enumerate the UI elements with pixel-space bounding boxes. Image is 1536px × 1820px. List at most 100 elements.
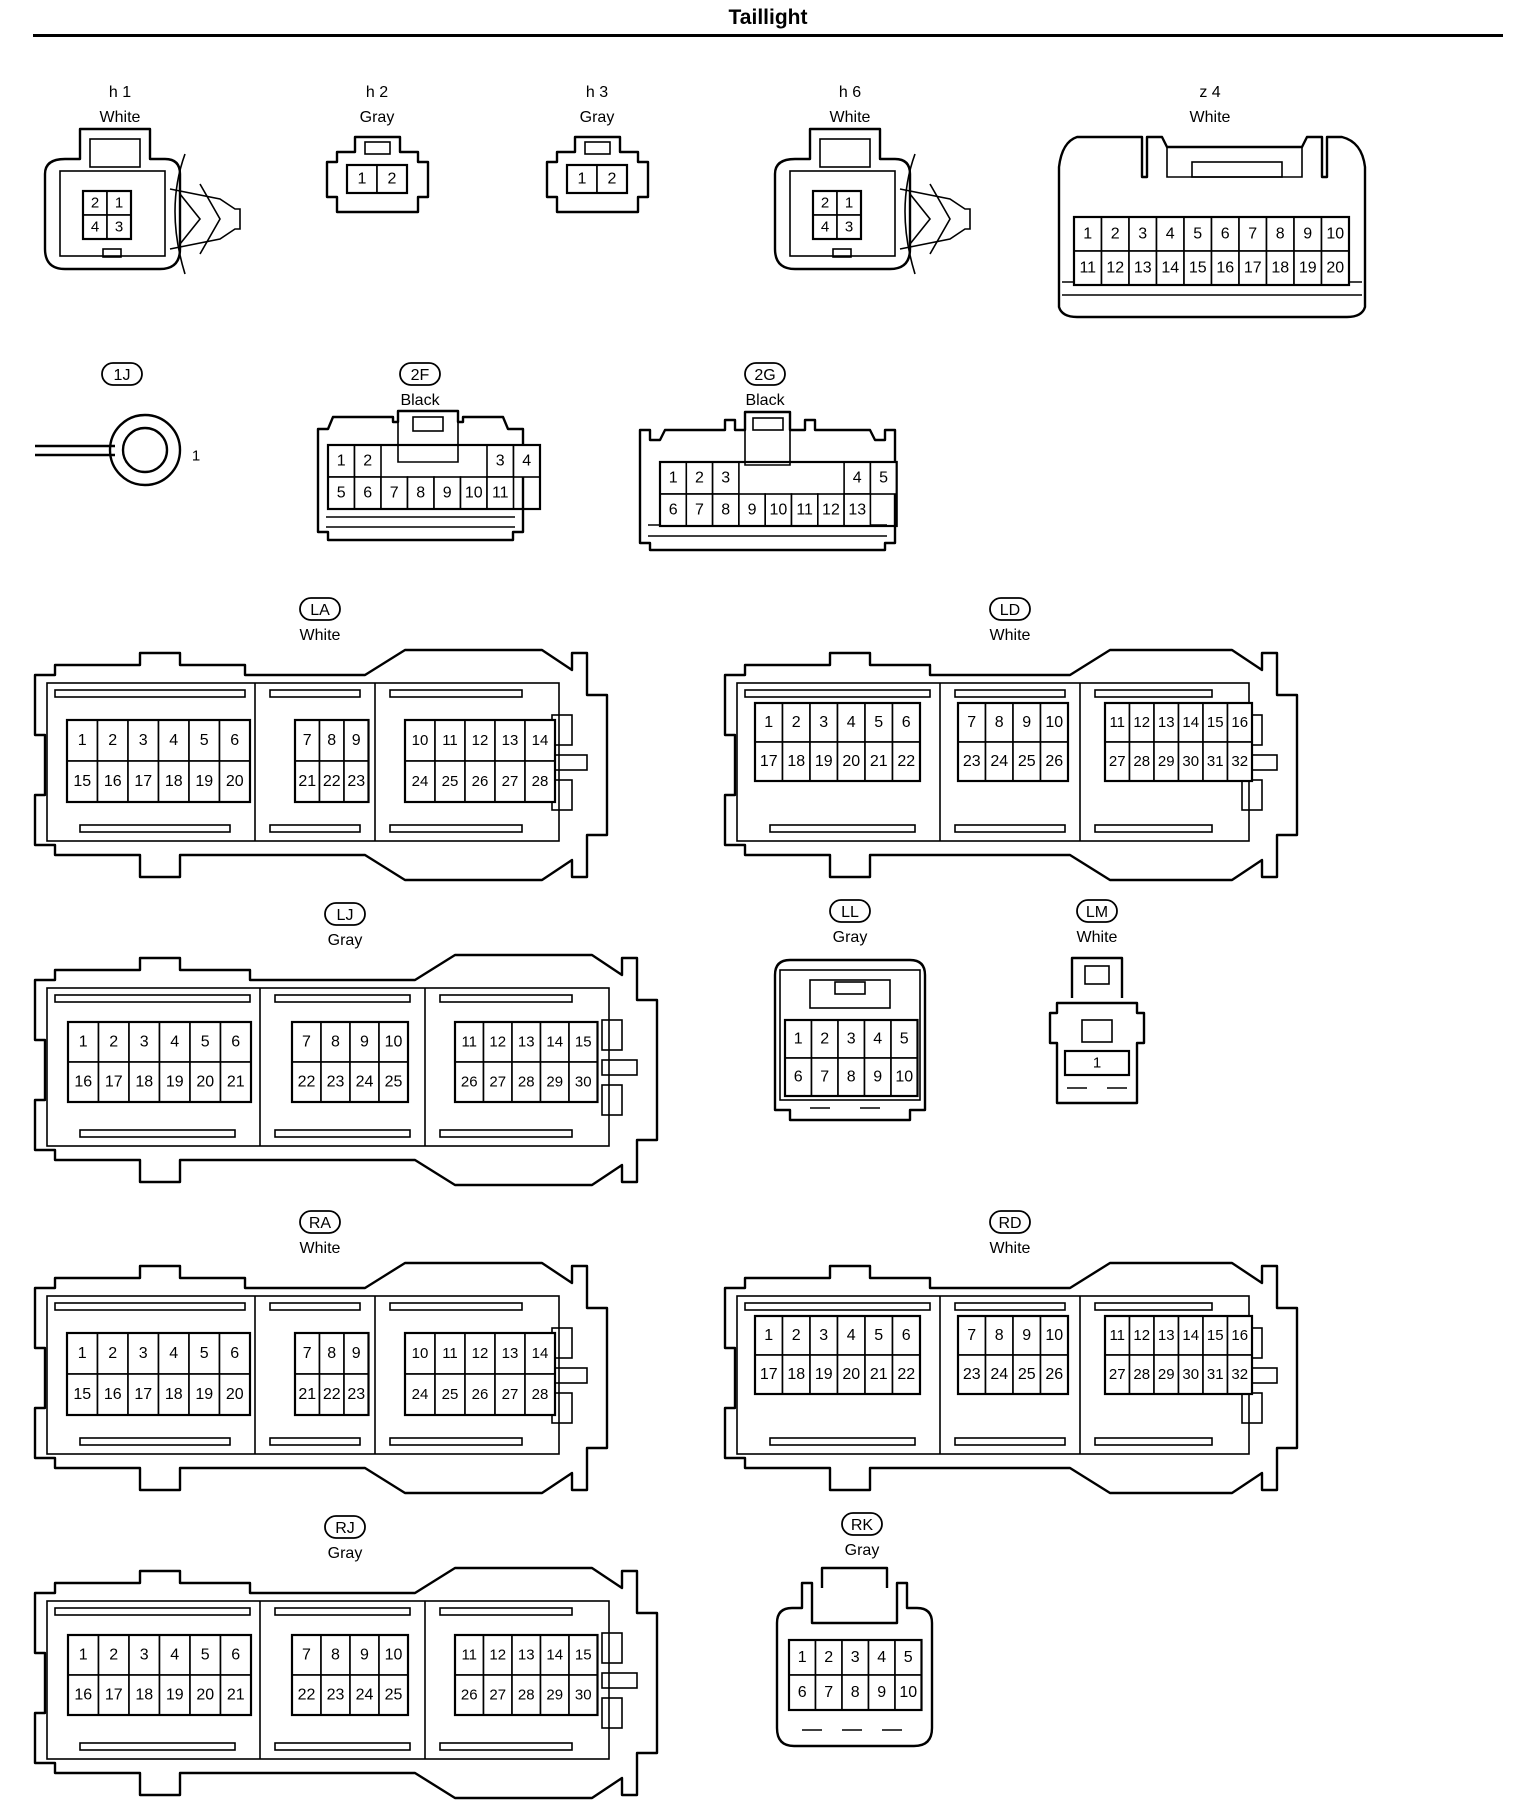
pin-number: 8 [851, 1684, 860, 1701]
pin-cell [327, 476, 356, 510]
connector-code: LD [1000, 602, 1020, 619]
pin-number: 11 [442, 1345, 458, 1362]
pin-block [293, 718, 370, 804]
rail [269, 1302, 361, 1311]
pin-cell [1039, 702, 1069, 743]
connector-code: LM [1086, 904, 1108, 921]
pin-number: 29 [546, 1074, 563, 1091]
pin-number: 17 [760, 1366, 778, 1383]
pin-number: 2 [109, 1034, 118, 1051]
pin-number: 4 [91, 219, 99, 236]
pin-block [1103, 701, 1254, 783]
pin-number: 12 [489, 1647, 506, 1664]
pin-cell [158, 1021, 191, 1063]
pin-block [453, 1020, 599, 1104]
pin-cell [219, 1021, 252, 1063]
housing-outline [325, 135, 430, 214]
pin-cell [568, 1674, 599, 1716]
rail [269, 1437, 361, 1446]
pin-cell [318, 1332, 345, 1375]
connector-code-badge [1076, 899, 1118, 923]
housing-outline [33, 953, 659, 1187]
pin-number: 11 [461, 1647, 477, 1664]
pin-number: 19 [166, 1074, 184, 1091]
pin-number: 19 [166, 1687, 184, 1704]
pin-number: 12 [1106, 260, 1124, 277]
pin-block [290, 1020, 410, 1104]
rail [1094, 689, 1213, 698]
pin-block [65, 718, 252, 804]
clip-arc [904, 153, 916, 275]
connector-code: RA [309, 1215, 332, 1232]
pin-number: 9 [877, 1684, 886, 1701]
pin-number: 32 [1231, 753, 1248, 770]
pin-block [81, 189, 133, 241]
rail [54, 994, 251, 1003]
rail [79, 1742, 236, 1751]
pin-number: 1 [79, 1034, 88, 1051]
pin-number: 25 [442, 1386, 459, 1403]
pin-number: 22 [897, 1366, 915, 1383]
pin-number: 14 [546, 1647, 563, 1664]
pin-number: 4 [847, 1327, 856, 1344]
pin-number: 6 [902, 714, 911, 731]
housing-outline [723, 1261, 1299, 1495]
pin-number: 3 [847, 1031, 856, 1048]
pin-number: 27 [1109, 1366, 1126, 1383]
pin-number: 9 [360, 1034, 369, 1051]
pin-cell [219, 1634, 252, 1676]
pin-number: 5 [874, 1327, 883, 1344]
rail [79, 1129, 236, 1138]
pin-block [65, 1331, 252, 1417]
pin-cell [378, 1021, 409, 1063]
pin-number: 1 [115, 195, 123, 212]
inner-frame [46, 987, 610, 1147]
pin-number: 8 [416, 485, 425, 502]
pin-number: 23 [963, 753, 981, 770]
pin-number: 4 [821, 219, 829, 236]
pin-number: 18 [165, 773, 183, 790]
pin-number: 30 [575, 1687, 592, 1704]
pin-cell [188, 760, 221, 803]
pin-block [403, 1331, 557, 1417]
pin-number: 15 [575, 1034, 592, 1051]
pin-cell [1012, 1315, 1042, 1356]
latch [364, 141, 391, 155]
pin-number: 27 [1109, 753, 1126, 770]
pin-number: 5 [200, 1345, 209, 1362]
pin-number: 11 [1109, 1327, 1125, 1344]
pin-cell [524, 760, 556, 803]
pin-number: 29 [1158, 753, 1175, 770]
pin-number: 13 [518, 1034, 535, 1051]
pin-cell [96, 760, 129, 803]
pin-number: 2 [792, 1327, 801, 1344]
pin-block [66, 1633, 253, 1717]
pin-number: 10 [895, 1069, 913, 1086]
pin-block [956, 1314, 1070, 1396]
connector-code-badge [101, 362, 143, 386]
pin-number: 15 [73, 1386, 91, 1403]
pin-cell [816, 493, 845, 527]
connector-color: White [100, 109, 141, 126]
pin-number: 18 [135, 1687, 153, 1704]
pin-number: 21 [298, 1386, 316, 1403]
side-clip [601, 1019, 623, 1051]
latch [1084, 965, 1110, 985]
housing-outline [773, 127, 912, 271]
rail [79, 1437, 231, 1446]
pin-number: 13 [1158, 714, 1175, 731]
pin-number: 8 [331, 1034, 340, 1051]
housing-outline [1057, 135, 1367, 319]
pin-number: 1 [669, 470, 678, 487]
pin-number: 23 [347, 1386, 365, 1403]
pin-number: 24 [412, 773, 429, 790]
